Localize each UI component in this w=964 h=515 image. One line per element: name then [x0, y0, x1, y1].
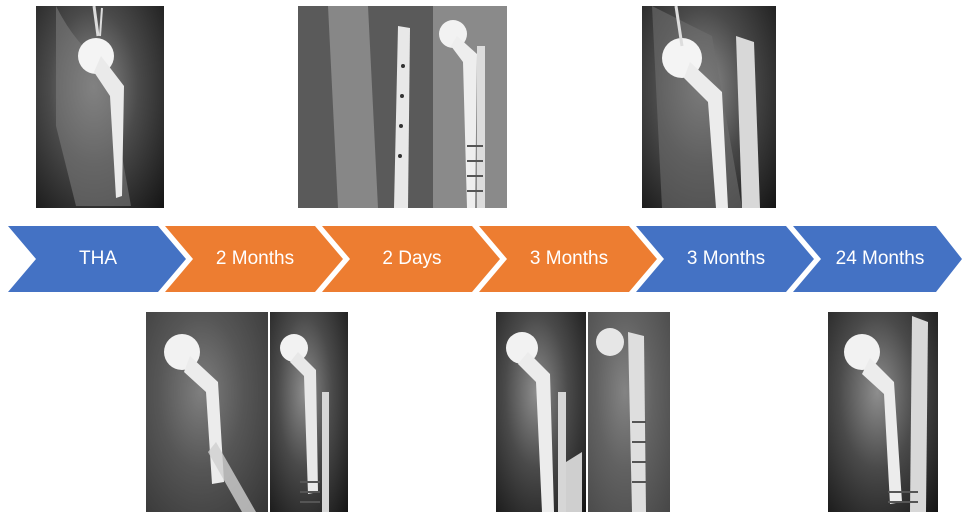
- xray-image-3-months-left: [496, 312, 586, 512]
- xray-image-24-months-bottom: [828, 312, 938, 512]
- xray-image-2-days-right: [433, 6, 507, 208]
- xray-image-2-days-left: [298, 6, 433, 208]
- stage-label-3-months-orange: 3 Months: [507, 226, 631, 292]
- xray-image-3-months-top: [642, 6, 776, 208]
- stage-label-tha: THA: [36, 226, 160, 292]
- xray-image-tha: [36, 6, 164, 208]
- stage-label-3-months-blue: 3 Months: [664, 226, 788, 292]
- stage-label-24-months: 24 Months: [821, 226, 939, 292]
- xray-image-3-months-right: [588, 312, 670, 512]
- stage-label-2-days: 2 Days: [350, 226, 474, 292]
- stage-label-2-months: 2 Months: [193, 226, 317, 292]
- xray-image-2-months-right: [270, 312, 348, 512]
- timeline: THA 2 Months 2 Days 3 Months 3 Months 24…: [0, 226, 964, 292]
- xray-image-2-months-left: [146, 312, 268, 512]
